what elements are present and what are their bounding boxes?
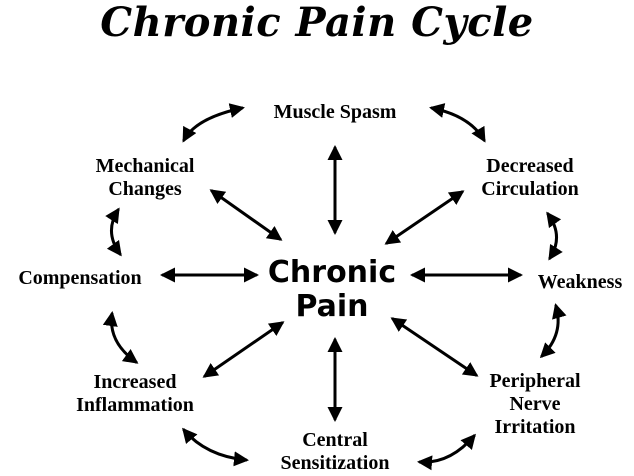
diagram-title: Chronic Pain Cycle <box>100 0 534 46</box>
node-weakness-label: Weakness <box>537 271 623 293</box>
spoke-arrow-decreased-circulation <box>384 190 465 245</box>
center-node-line1: Chronic <box>267 255 397 290</box>
cycle-arrow-central-inflammation <box>182 427 249 467</box>
cycle-arrow-spasm-circulation <box>429 103 486 143</box>
node-central-sensitization: Central Sensitization <box>281 429 390 475</box>
node-peripheral-nerve-irritation-line2: Nerve <box>509 393 561 415</box>
node-muscle-spasm-label: Muscle Spasm <box>273 101 397 123</box>
center-node-chronic-pain: Chronic Pain <box>268 256 396 324</box>
center-node-line2: Pain <box>295 289 369 324</box>
node-peripheral-nerve-irritation-line1: Peripheral <box>489 370 581 392</box>
node-decreased-circulation-line1: Decreased <box>486 155 574 177</box>
node-central-sensitization-line2: Sensitization <box>280 452 390 474</box>
node-compensation: Compensation <box>18 267 141 290</box>
node-weakness: Weakness <box>538 271 622 294</box>
node-mechanical-changes-line2: Changes <box>108 178 182 200</box>
cycle-arrow-inflammation-compensation <box>102 311 139 364</box>
node-decreased-circulation-line2: Circulation <box>481 178 579 200</box>
node-increased-inflammation-line2: Inflammation <box>76 394 194 416</box>
node-increased-inflammation-line1: Increased <box>93 371 177 393</box>
cycle-arrow-spasm-mechanical <box>182 103 245 143</box>
node-compensation-label: Compensation <box>18 267 142 289</box>
node-muscle-spasm: Muscle Spasm <box>274 101 397 124</box>
cycle-arrow-compensation-mechanical <box>105 207 122 257</box>
node-mechanical-changes: Mechanical Changes <box>96 155 195 201</box>
cycle-arrow-peripheral-central <box>417 433 476 471</box>
node-peripheral-nerve-irritation-line3: Irritation <box>494 416 576 438</box>
node-central-sensitization-line1: Central <box>302 429 368 451</box>
spoke-arrow-peripheral-nerve <box>390 317 479 377</box>
cycle-arrow-weakness-peripheral <box>539 303 567 359</box>
cycle-arrow-circulation-weakness <box>546 211 563 261</box>
node-increased-inflammation: Increased Inflammation <box>76 371 194 417</box>
spoke-arrow-increased-inflammation <box>202 321 285 378</box>
node-peripheral-nerve-irritation: Peripheral Nerve Irritation <box>489 370 580 439</box>
node-decreased-circulation: Decreased Circulation <box>481 155 578 201</box>
node-mechanical-changes-line1: Mechanical <box>95 155 195 177</box>
spoke-arrow-mechanical-changes <box>209 189 283 241</box>
